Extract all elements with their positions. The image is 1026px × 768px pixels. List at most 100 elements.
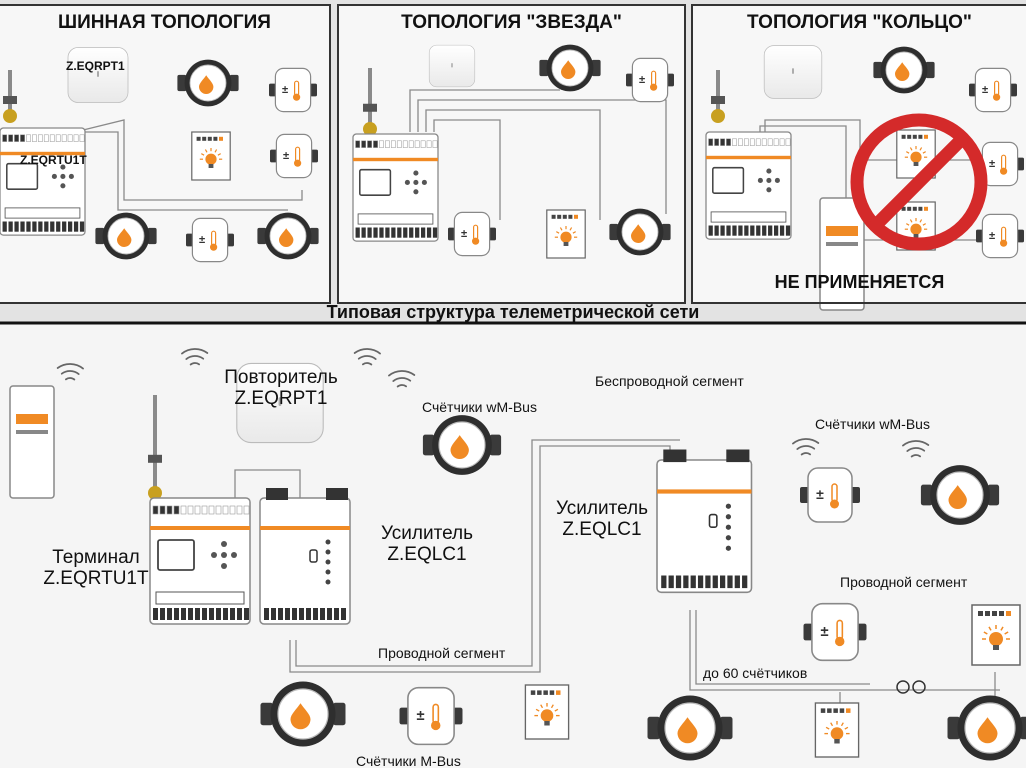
ring-heat-meter-top: ±: [969, 67, 1017, 113]
main-antenna: [148, 395, 162, 500]
amplifier-label-left: Усилитель Z.EQLC1: [368, 523, 486, 565]
wired-bulb-box-bottom: [814, 702, 860, 758]
svg-text:±: ±: [283, 150, 289, 162]
mbus-water-meter-a: [260, 681, 346, 747]
star-water-meter-top: [539, 44, 601, 92]
mbus-heat-meter: ±: [399, 686, 463, 746]
svg-text:±: ±: [989, 158, 995, 170]
bus-topology-panel: [0, 4, 331, 304]
bus-antenna: [3, 70, 17, 123]
wireless-segment-label: Беспроводной сегмент: [595, 373, 744, 389]
repeater-label-line2: Z.EQRPT1: [234, 388, 328, 409]
wmbus-left-waves: [388, 370, 416, 388]
ellipsis-dot: [912, 680, 926, 694]
bus-water-meter-top: [177, 59, 239, 107]
bus-terminal: [0, 127, 86, 236]
cable: [417, 99, 667, 214]
bus-heat-meter-mid: ±: [270, 133, 318, 179]
cable: [289, 445, 671, 673]
svg-text:±: ±: [816, 486, 824, 502]
ring-topology-title: ТОПОЛОГИЯ "КОЛЬЦО": [747, 12, 972, 33]
cable: [74, 119, 303, 201]
star-heat-meter-top: ±: [626, 57, 674, 103]
cable: [234, 469, 301, 500]
amplifier-left-line1: Усилитель: [380, 523, 474, 544]
up-to-60-label: до 60 счётчиков: [703, 665, 808, 681]
svg-text:±: ±: [989, 230, 995, 242]
svg-text:±: ±: [461, 228, 467, 240]
wired-water-meter-bottom-b: [947, 695, 1026, 761]
section-title: Типовая структура телеметрической сети: [326, 302, 700, 322]
mbus-meters-label: Счётчики M-Bus: [356, 753, 461, 768]
cable: [425, 109, 601, 220]
amplifier-right-line2: Z.EQLC1: [562, 519, 642, 540]
repeater-waves-right: [353, 348, 381, 366]
cable: [409, 89, 560, 132]
ring-not-applicable: НЕ ПРИМЕНЯЕТСЯ: [774, 272, 945, 292]
svg-text:±: ±: [982, 84, 988, 96]
bus-repeater: [67, 47, 129, 103]
svg-text:±: ±: [639, 74, 645, 86]
main-terminal: [149, 497, 251, 625]
svg-text:±: ±: [282, 84, 288, 96]
repeater-label: Повторитель Z.EQRPT1: [212, 367, 350, 409]
star-topology-title: ТОПОЛОГИЯ "ЗВЕЗДА": [401, 12, 622, 33]
wired-segment-label-left: Проводной сегмент: [378, 645, 506, 661]
svg-text:±: ±: [416, 708, 424, 724]
bus-repeater-label: Z.EQRPT1: [66, 59, 125, 73]
wired-bulb-box-right: [971, 604, 1021, 666]
repeater-label-line1: Повторитель: [224, 367, 338, 388]
amplifier-label-right: Усилитель Z.EQLC1: [546, 498, 658, 540]
main-amplifier-right: [656, 449, 753, 594]
wired-water-meter-bottom-a: [647, 695, 733, 761]
amplifier-left-line2: Z.EQLC1: [387, 544, 467, 565]
bus-topology-title: ШИННАЯ ТОПОЛОГИЯ: [58, 12, 271, 33]
star-repeater: [428, 44, 476, 88]
star-topology-panel: [337, 4, 686, 304]
star-heat-meter-a: ±: [448, 211, 496, 257]
cable: [70, 131, 288, 211]
ellipsis-dot: [896, 680, 910, 694]
wmbus-heat-meter-right: ±: [800, 467, 860, 523]
modem-waves: [56, 363, 84, 381]
wired-segment-label-right: Проводной сегмент: [840, 574, 968, 590]
bus-terminal-label: Z.EQRTU1T: [20, 153, 87, 167]
star-water-meter-b: [609, 208, 671, 256]
terminal-label: Терминал Z.EQRTU1T: [40, 547, 152, 589]
wmbus-water-meter-right: [920, 465, 1000, 525]
ring-heat-meter-b: ±: [976, 213, 1024, 259]
bus-water-meter-c: [257, 212, 319, 260]
svg-text:±: ±: [820, 624, 828, 640]
main-modem: [9, 385, 55, 499]
main-amplifier-left: [259, 488, 351, 625]
svg-text:±: ±: [199, 234, 205, 246]
bus-heat-meter-top: ±: [269, 67, 317, 113]
wmbus-meters-label-right: Счётчики wM-Bus: [815, 416, 930, 432]
star-antenna: [363, 68, 377, 136]
cable: [695, 610, 870, 685]
wmbus-water-meter-left: [422, 415, 502, 475]
prohibited-sign: [850, 113, 988, 251]
bus-water-meter-a: [95, 212, 157, 260]
ring-terminal: [705, 131, 792, 240]
cable: [689, 610, 1000, 691]
terminal-label-line1: Терминал: [52, 547, 140, 568]
wmbus-meters-label-left: Счётчики wM-Bus: [422, 399, 537, 415]
cable: [433, 119, 501, 220]
wired-heat-meter-right: ±: [803, 602, 867, 662]
ring-topology-panel: [691, 4, 1026, 304]
ring-water-meter-top: [873, 46, 935, 94]
ring-antenna: [711, 70, 725, 123]
bus-bulb-box: [191, 131, 231, 181]
star-terminal: [352, 133, 439, 242]
bus-heat-meter-b: ±: [186, 217, 234, 263]
repeater-waves-left: [181, 348, 209, 366]
ring-modem: [819, 197, 865, 311]
amplifier-right-line1: Усилитель: [555, 498, 649, 519]
mbus-bulb-box: [524, 684, 570, 740]
terminal-label-line2: Z.EQRTU1T: [43, 568, 149, 589]
cable: [295, 439, 680, 667]
wiring-layer: [70, 89, 1010, 710]
